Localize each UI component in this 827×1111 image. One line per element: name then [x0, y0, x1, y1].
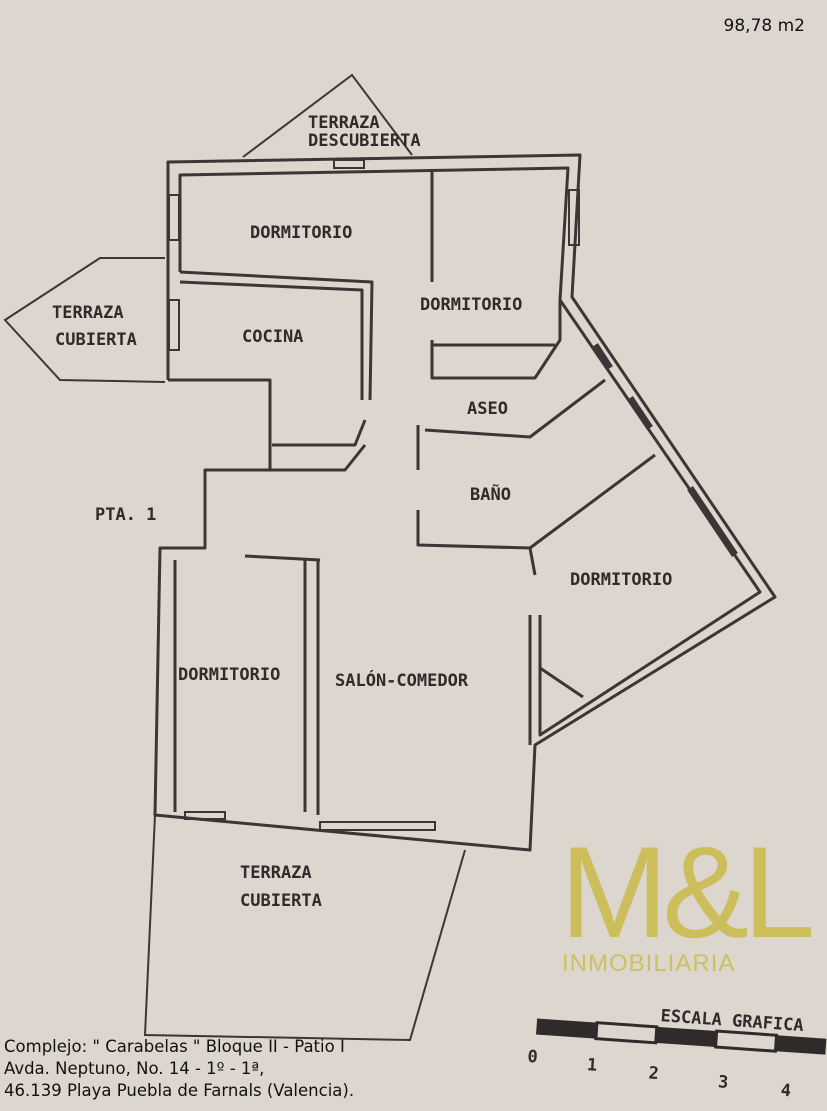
terrace-top-outline	[242, 73, 413, 158]
terrace-bottom-outline	[143, 814, 466, 1042]
wall-interior	[430, 300, 562, 380]
room-label-terraza-cubierta: CUBIERTA	[55, 330, 137, 350]
room-label-terraza-descubierta: DESCUBIERTA	[308, 131, 421, 151]
terrace-left-outline	[3, 257, 166, 383]
scale-tick: 2	[648, 1063, 660, 1084]
window	[319, 821, 436, 831]
room-label-bano: BAÑO	[470, 482, 511, 505]
scale-tick: 4	[780, 1081, 792, 1102]
room-label-dormitorio: DORMITORIO	[178, 665, 280, 685]
scale-tick: 3	[717, 1072, 729, 1093]
wall-interior	[270, 444, 367, 472]
room-label-terraza-cubierta: CUBIERTA	[240, 891, 322, 911]
scale-tick: 0	[527, 1047, 539, 1068]
room-label-dormitorio: DORMITORIO	[570, 570, 672, 590]
address-block: Complejo: " Carabelas " Bloque II - Pati…	[4, 1036, 354, 1102]
address-line: 46.139 Playa Puebla de Farnals (Valencia…	[4, 1081, 355, 1100]
window	[627, 396, 653, 430]
room-label-terraza-descubierta: TERRAZA	[308, 113, 380, 133]
wall-interior	[528, 547, 537, 576]
brand-logo: M&L INMOBILIARIA	[560, 819, 815, 982]
wall-interior	[179, 280, 364, 400]
scale-tick: 1	[586, 1055, 598, 1076]
window	[592, 343, 613, 370]
wall-interior	[416, 453, 656, 550]
scale-bar: ESCALA GRAFICA 0 1 2 3 4	[527, 1006, 827, 1102]
room-label-cocina: COCINA	[242, 327, 303, 347]
area-label: 98,78 m2	[723, 16, 805, 36]
address-line: Avda. Neptuno, No. 14 - 1º - 1ª,	[4, 1059, 265, 1078]
wall-top	[153, 153, 777, 852]
room-label-terraza-cubierta: TERRAZA	[240, 863, 312, 883]
room-label-dormitorio: DORMITORIO	[250, 223, 352, 243]
window	[168, 299, 180, 351]
address-line: Complejo: " Carabelas " Bloque II - Pati…	[4, 1037, 345, 1056]
room-label-dormitorio: DORMITORIO	[420, 295, 522, 315]
room-label-terraza-cubierta: TERRAZA	[52, 303, 124, 323]
logo-mark: M&L	[560, 819, 815, 965]
wall-interior	[244, 554, 321, 562]
window	[687, 486, 738, 557]
wall-interior	[179, 270, 374, 401]
window	[568, 189, 580, 246]
window	[184, 811, 226, 820]
room-label-salon-comedor: SALÓN-COMEDOR	[335, 669, 469, 691]
room-label-entrance: PTA. 1	[95, 505, 156, 525]
room-label-aseo: ASEO	[467, 399, 508, 419]
logo-subtitle: INMOBILIARIA	[562, 950, 736, 977]
wall-top-inner	[178, 166, 762, 737]
wall-interior	[539, 666, 584, 699]
wall-interior	[424, 378, 606, 439]
window	[333, 159, 365, 169]
wall-interior	[272, 419, 367, 447]
window	[168, 194, 180, 241]
